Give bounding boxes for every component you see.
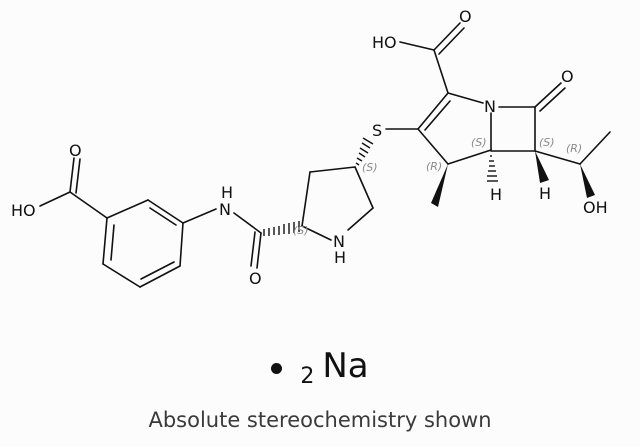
chemical-structure-diagram: O HO N H O N H (S) (S) (11, 7, 611, 288)
c6-h-label: H (539, 184, 551, 203)
carbapenem-core: N O O HO H H OH (372, 7, 611, 217)
lactam-n-label: N (484, 97, 496, 116)
salt-ion: Na (322, 346, 369, 386)
benzoic-hydroxyl-label: HO (11, 201, 36, 220)
benzoic-oxo-label: O (69, 141, 82, 160)
carboxyl-oxo-label: O (459, 7, 472, 26)
carboxyl-hydroxyl-label: HO (372, 33, 397, 52)
stereo-label-c4-methyl: (R) (426, 160, 442, 173)
amide-nh-n-label: N (219, 200, 231, 219)
salt-counterion: 2 Na (0, 346, 640, 389)
pyrrolidine-n-label: N (333, 232, 345, 251)
wedge-bond-c6-h (535, 151, 549, 183)
hashed-bond-bridgehead-h (487, 155, 498, 182)
hashed-bond-thioether (355, 137, 374, 166)
amide-nh-h-label: H (221, 183, 233, 202)
pyrrolidine-ring: N H (S) (S) (293, 137, 378, 267)
amide-linker: N H O (182, 183, 300, 288)
hydroxyethyl-oh-label: OH (583, 198, 608, 217)
stereo-label-c6: (S) (539, 136, 555, 149)
stereo-label-c8-hydroxyethyl: (R) (566, 142, 582, 155)
sulfur-label: S (372, 121, 382, 140)
stereochemistry-caption: Absolute stereochemistry shown (148, 408, 492, 432)
benzoic-carboxyl: O HO (11, 141, 108, 220)
wedge-bond-hydroxyl (580, 164, 595, 198)
wedge-bond-methyl (431, 164, 448, 207)
lactam-oxo-label: O (561, 67, 574, 86)
salt-count: 2 (300, 364, 315, 389)
hashed-bond-amide (263, 221, 300, 236)
pyrrolidine-h-label: H (334, 248, 346, 267)
stereo-label-c5-bridgehead: (S) (471, 136, 487, 149)
stereo-label-pyrrolidine-c2: (S) (293, 224, 309, 237)
bullet-dot-icon (271, 363, 283, 374)
bridgehead-h-label: H (490, 185, 502, 204)
benzene-ring (102, 199, 184, 288)
stereo-label-pyrrolidine-c4: (S) (362, 161, 378, 174)
amide-oxo-label: O (249, 269, 262, 288)
